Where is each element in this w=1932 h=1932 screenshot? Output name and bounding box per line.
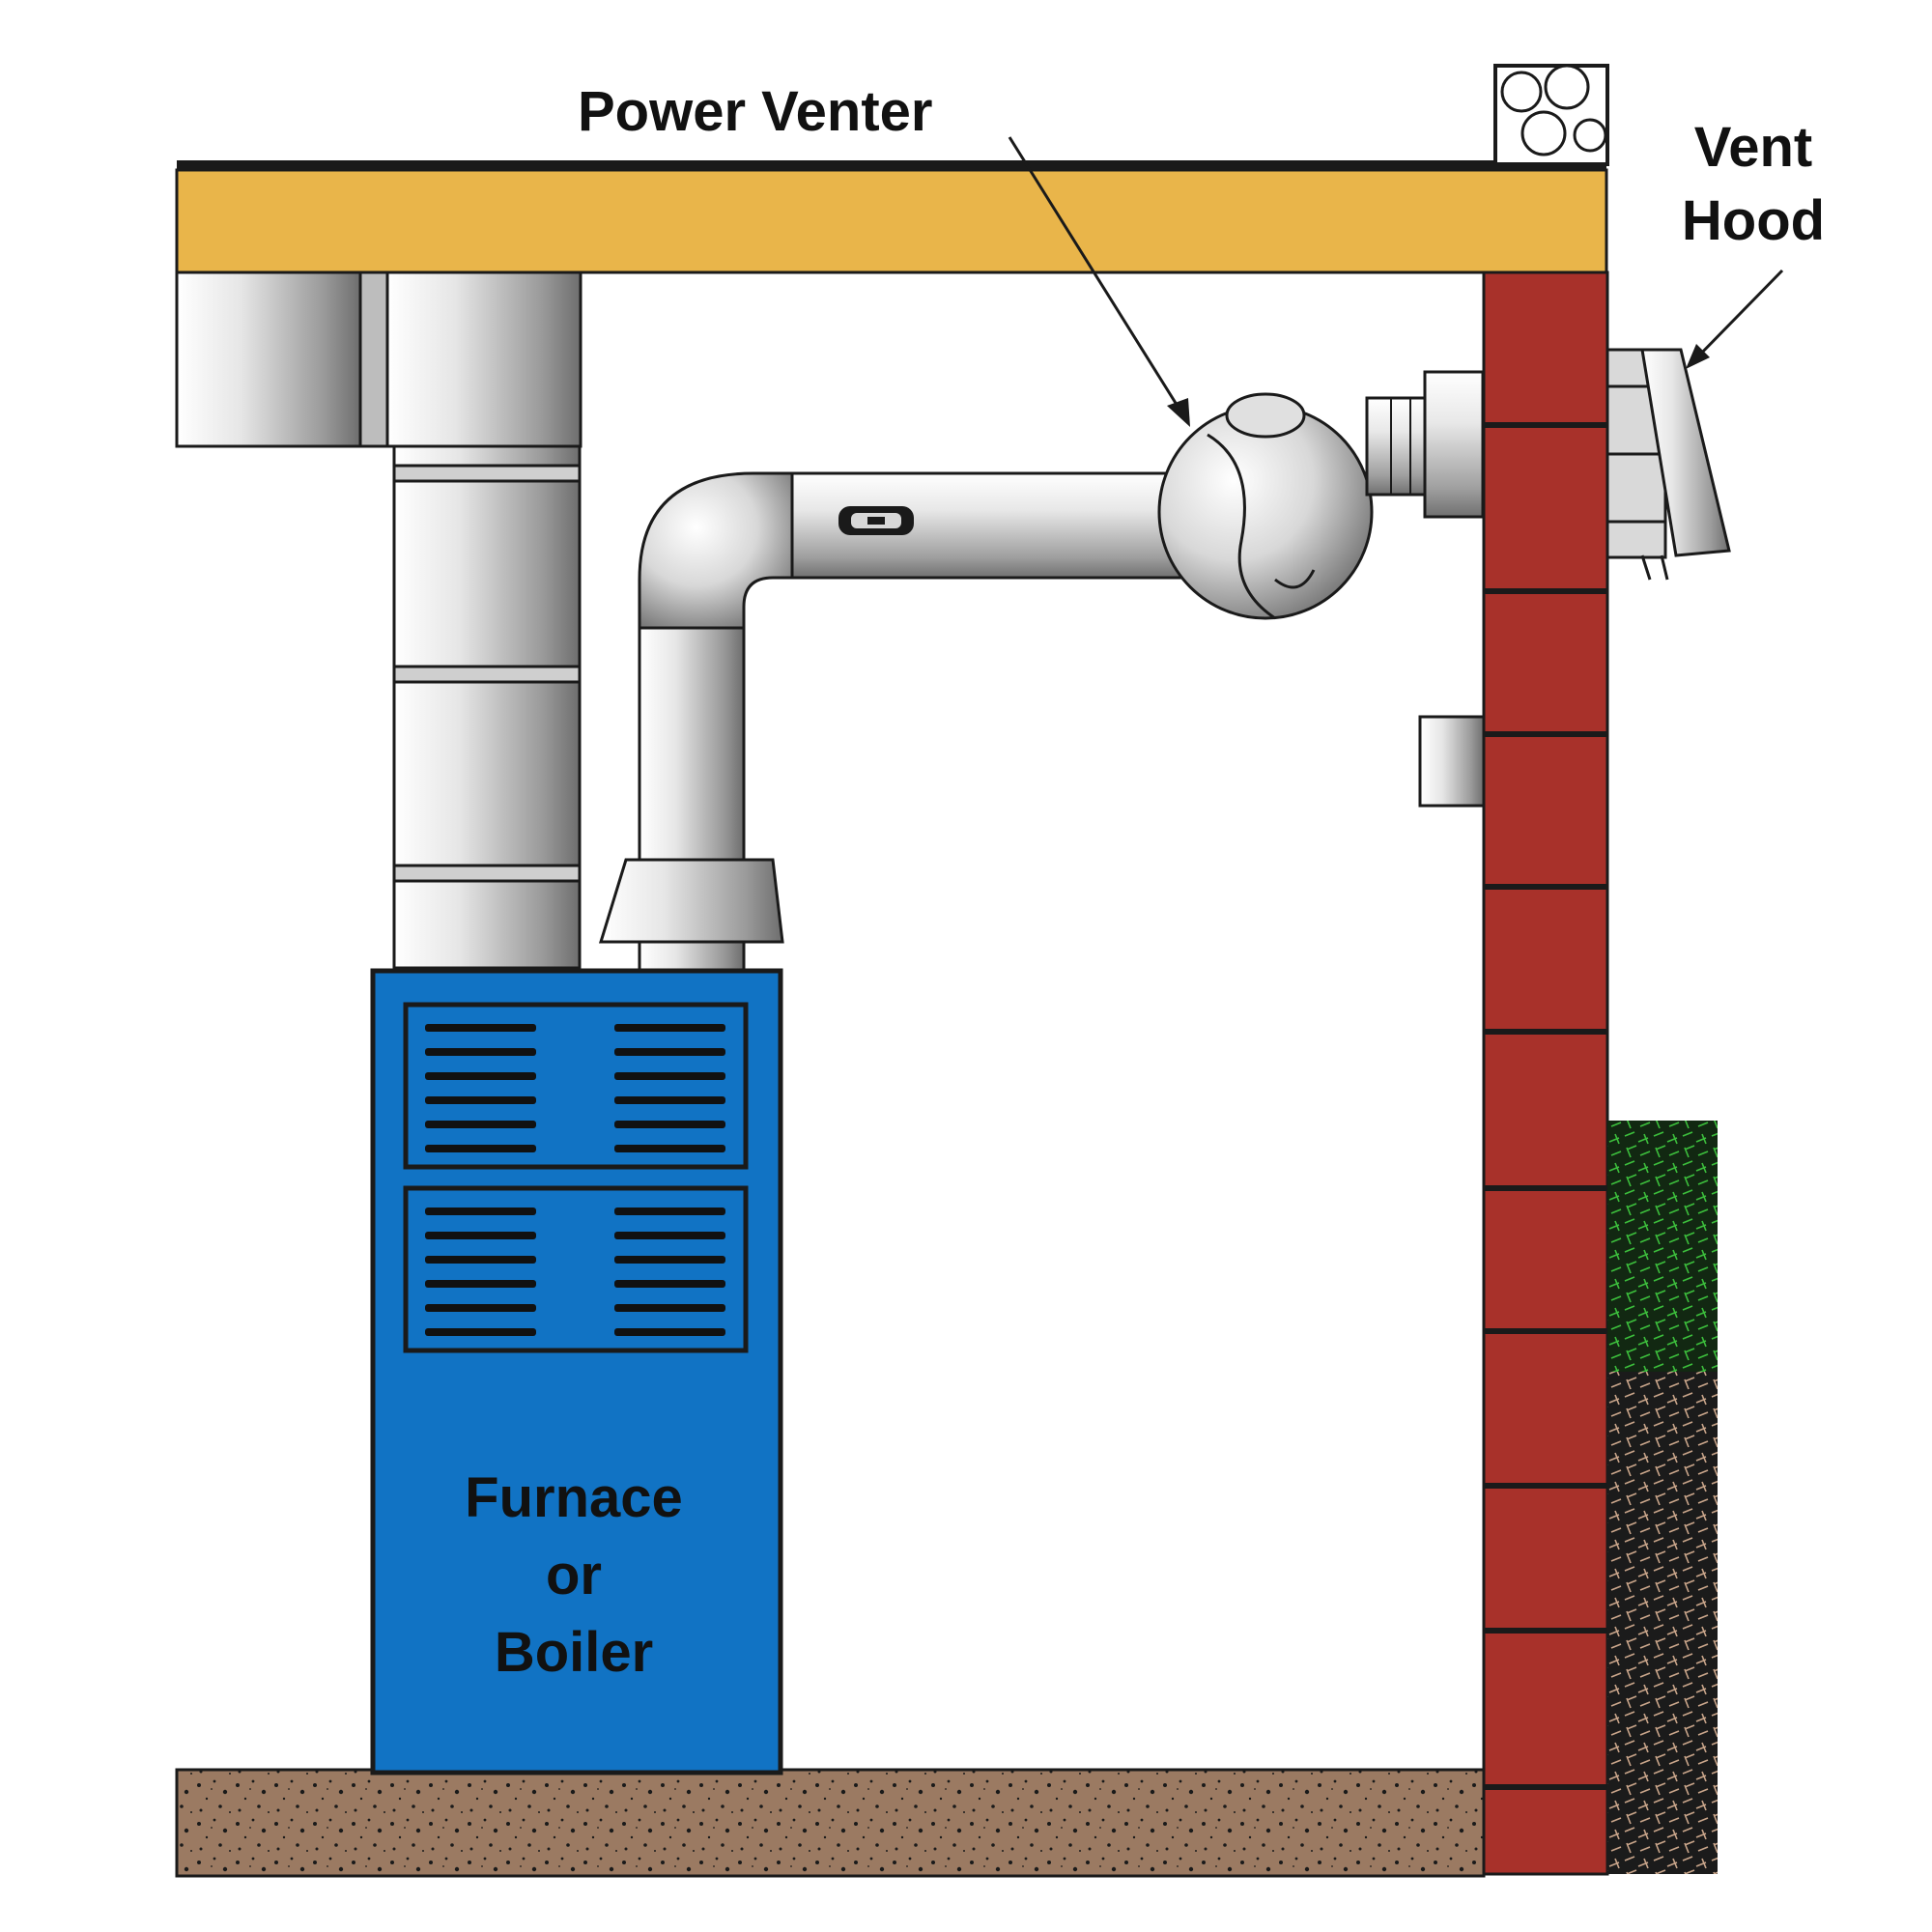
louver-slat <box>614 1096 725 1104</box>
vent-hood-label-line1: Vent <box>1694 116 1813 179</box>
louver-slat <box>614 1304 725 1312</box>
louver-slat <box>425 1256 536 1264</box>
supply-duct <box>175 270 582 970</box>
louver-slat <box>614 1256 725 1264</box>
louver-slat <box>614 1145 725 1152</box>
louver-slat <box>614 1024 725 1032</box>
louver-slat <box>425 1096 536 1104</box>
vent-hood <box>1605 348 1731 581</box>
louver-slat <box>425 1024 536 1032</box>
brick-wall <box>1482 270 1609 1876</box>
power-venter-arrow <box>1008 136 1190 427</box>
louver-slat <box>425 1208 536 1215</box>
louver-slat <box>425 1072 536 1080</box>
wall-box <box>1418 715 1486 808</box>
furnace-label-line2: or <box>546 1544 602 1606</box>
louver-slat <box>614 1121 725 1128</box>
louver-slat <box>425 1328 536 1336</box>
basement-floor <box>175 1768 1486 1878</box>
furnace-cabinet <box>370 968 783 1776</box>
louver-slat <box>425 1145 536 1152</box>
floor-joist <box>175 160 1608 274</box>
louver-slat <box>614 1328 725 1336</box>
louver-slat <box>614 1232 725 1239</box>
power-venter-unit <box>1157 370 1485 620</box>
vent-hood-arrow <box>1686 269 1784 369</box>
louver-slat <box>425 1280 536 1288</box>
sill-insulation <box>1493 64 1609 166</box>
louver-slat <box>425 1121 536 1128</box>
louver-slat <box>614 1072 725 1080</box>
furnace-label-line3: Boiler <box>495 1621 653 1684</box>
furnace-label-line1: Furnace <box>465 1466 683 1529</box>
pipe-clamp <box>838 506 914 535</box>
louver-slat <box>614 1280 725 1288</box>
vent-hood-label-line2: Hood <box>1682 189 1825 252</box>
power-venter-label: Power Venter <box>578 80 932 143</box>
exterior-grade <box>1607 1121 1718 1874</box>
louver-slat <box>614 1208 725 1215</box>
louver-slat <box>614 1048 725 1056</box>
louver-slat <box>425 1232 536 1239</box>
louver-slat <box>425 1048 536 1056</box>
vent-pipe <box>598 471 1200 973</box>
louver-slat <box>425 1304 536 1312</box>
